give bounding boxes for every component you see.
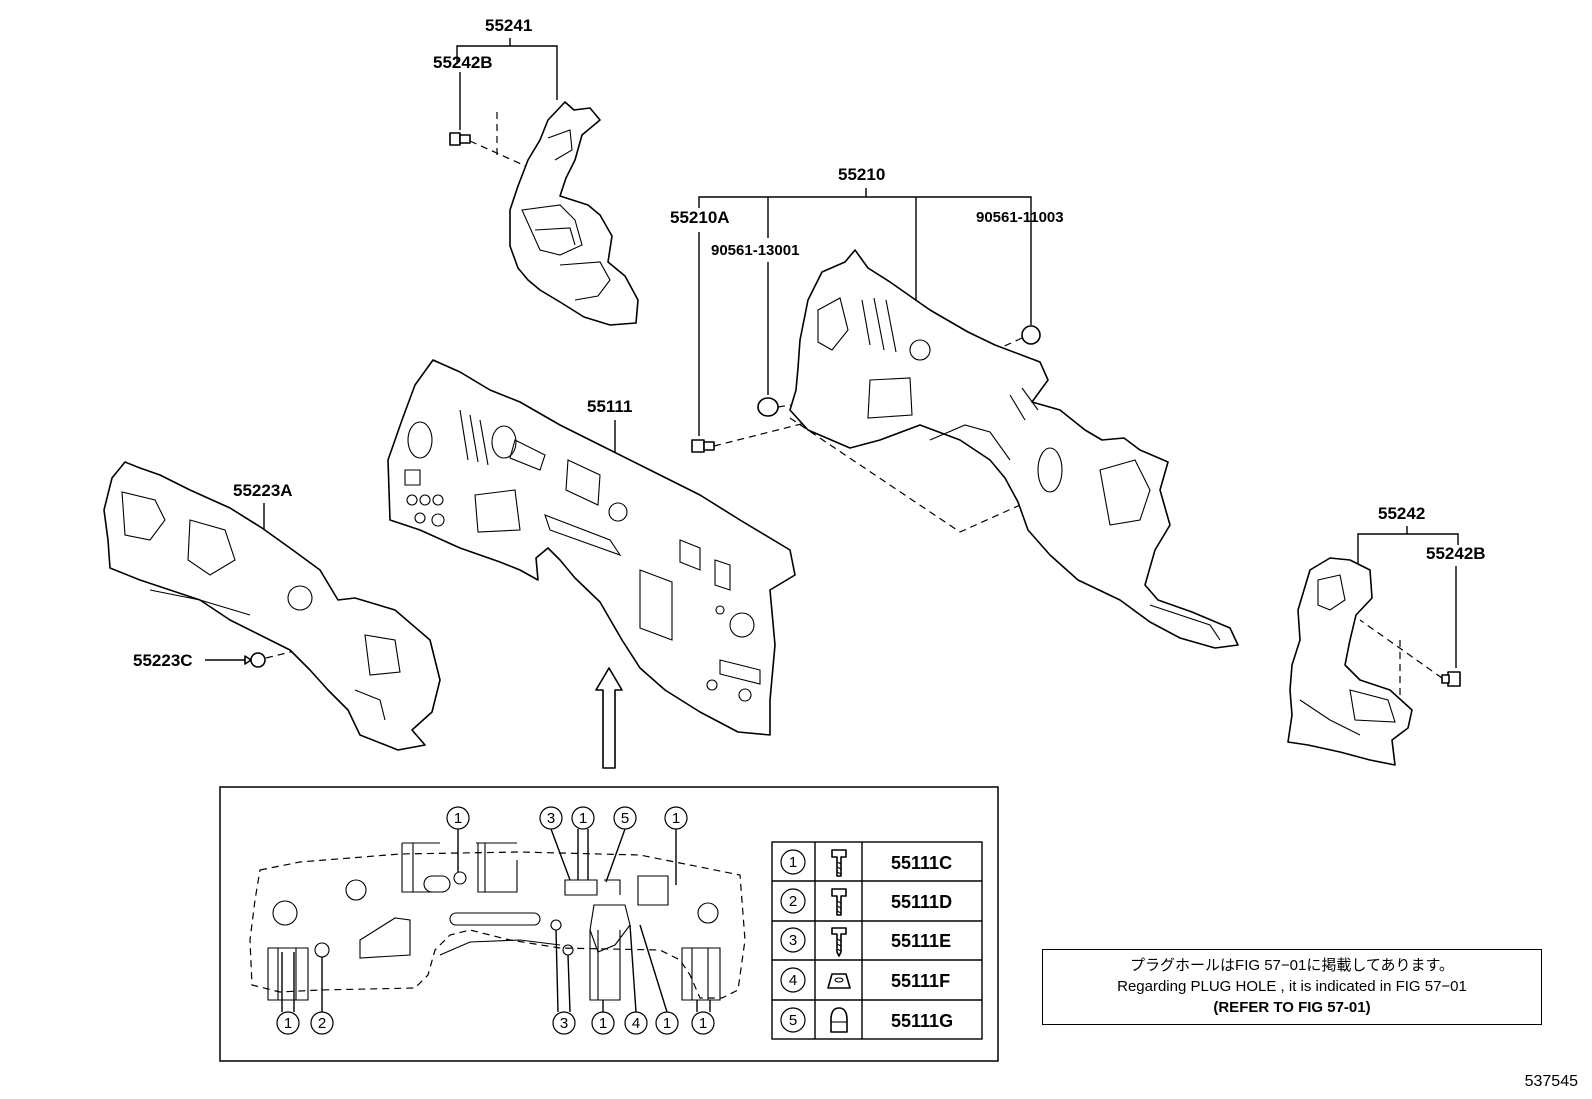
callout-bottom-1a: 1 [276, 952, 300, 1035]
bolt-icon [1441, 671, 1461, 687]
legend-row-55111g: 5 55111G [780, 1007, 953, 1033]
svg-text:4: 4 [632, 1015, 640, 1032]
legend-part-55111e[interactable]: 55111E [891, 931, 951, 951]
note-line-en: Regarding PLUG HOLE , it is indicated in… [1117, 978, 1467, 995]
legend-row-55111d: 2 55111D [780, 888, 952, 916]
svg-text:3: 3 [547, 810, 555, 827]
callout-bottom-1b: 1 [591, 1000, 615, 1035]
svg-text:1: 1 [672, 810, 680, 827]
label-55242b-top[interactable]: 55242B [433, 53, 493, 72]
legend-part-55111d[interactable]: 55111D [891, 892, 952, 912]
label-55223c[interactable]: 55223C [133, 651, 193, 670]
svg-text:5: 5 [789, 1012, 797, 1029]
label-90561-13001[interactable]: 90561-13001 [711, 242, 799, 259]
svg-text:4: 4 [789, 972, 797, 989]
part-55223a-group: 55223A 55223C [103, 461, 441, 751]
bolt-icon [831, 849, 847, 877]
legend-row-55111e: 3 55111E [780, 927, 951, 957]
svg-text:1: 1 [454, 810, 462, 827]
label-55111[interactable]: 55111 [587, 397, 632, 416]
up-arrow-icon [595, 667, 623, 769]
callout-bottom-1d: 1 [691, 1000, 715, 1035]
callout-bottom-3: 3 [552, 929, 576, 1035]
svg-text:5: 5 [621, 810, 629, 827]
svg-text:3: 3 [789, 932, 797, 949]
part-55111-group: 55111 [387, 359, 796, 736]
label-55210a[interactable]: 55210A [670, 208, 730, 227]
label-55210[interactable]: 55210 [838, 165, 885, 184]
label-90561-11003[interactable]: 90561-11003 [976, 209, 1064, 226]
callout-top-1a: 1 [446, 806, 470, 872]
note-line-refer[interactable]: (REFER TO FIG 57-01) [1213, 999, 1371, 1016]
legend-part-55111f[interactable]: 55111F [891, 971, 950, 991]
bolt-icon [831, 888, 847, 916]
callout-top-3: 3 [539, 806, 571, 881]
fastener-legend: 1 55111C 2 55111D 3 [771, 841, 983, 1040]
callout-top-1c: 1 [664, 806, 688, 885]
legend-row-55111c: 1 55111C [780, 849, 952, 877]
part-55210-group: 55210 55210A 90561-13001 90561-11003 [670, 165, 1239, 649]
svg-text:2: 2 [789, 893, 797, 910]
svg-text:3: 3 [560, 1015, 568, 1032]
dash-panel-55111[interactable] [387, 359, 796, 736]
clip-nut-icon [827, 973, 851, 989]
legend-part-55111g[interactable]: 55111G [891, 1011, 953, 1031]
callout-top-5: 5 [605, 806, 637, 883]
nut-icon [757, 397, 779, 417]
part-55241-group: 55241 55242B [433, 16, 639, 326]
dash-insulator-55242[interactable] [1287, 557, 1413, 766]
note-line-jp: プラグホールはFIG 57−01に掲載してあります。 [1130, 957, 1454, 974]
legend-row-55111f: 4 55111F [780, 967, 950, 993]
dash-insulator-55210[interactable] [789, 249, 1239, 649]
svg-text:1: 1 [789, 854, 797, 871]
screw-icon [831, 927, 847, 957]
panel-outline [249, 851, 746, 999]
label-55242b-right[interactable]: 55242B [1426, 544, 1486, 563]
label-55242[interactable]: 55242 [1378, 504, 1425, 523]
callout-bottom-2: 2 [310, 957, 334, 1035]
legend-part-55111c[interactable]: 55111C [891, 853, 952, 873]
cap-nut-icon [830, 1007, 848, 1033]
bolt-icon [691, 439, 715, 453]
svg-text:2: 2 [318, 1015, 326, 1032]
bolt-icon [449, 132, 471, 146]
part-55242-group: 55242 55242B [1287, 504, 1486, 766]
dash-insulator-55223a[interactable] [103, 461, 441, 751]
arrowhead-icon [244, 655, 252, 665]
callout-bottom-4: 4 [624, 924, 648, 1035]
dash-insulator-55241[interactable] [509, 101, 639, 326]
svg-text:1: 1 [699, 1015, 707, 1032]
svg-text:1: 1 [663, 1015, 671, 1032]
svg-text:1: 1 [599, 1015, 607, 1032]
svg-text:1: 1 [579, 810, 587, 827]
callout-bottom-1c: 1 [639, 924, 679, 1035]
label-55241[interactable]: 55241 [485, 16, 532, 35]
nut-icon [1021, 325, 1041, 345]
nut-icon [250, 652, 266, 668]
plug-hole-note: プラグホールはFIG 57−01に掲載してあります。 Regarding PLU… [1042, 949, 1542, 1025]
label-55223a[interactable]: 55223A [233, 481, 293, 500]
figure-id: 537545 [1524, 1073, 1578, 1090]
callout-top-1b: 1 [571, 806, 595, 880]
detail-view-frame: 1 3 1 5 1 1 [219, 786, 999, 1062]
svg-text:1: 1 [284, 1015, 292, 1032]
